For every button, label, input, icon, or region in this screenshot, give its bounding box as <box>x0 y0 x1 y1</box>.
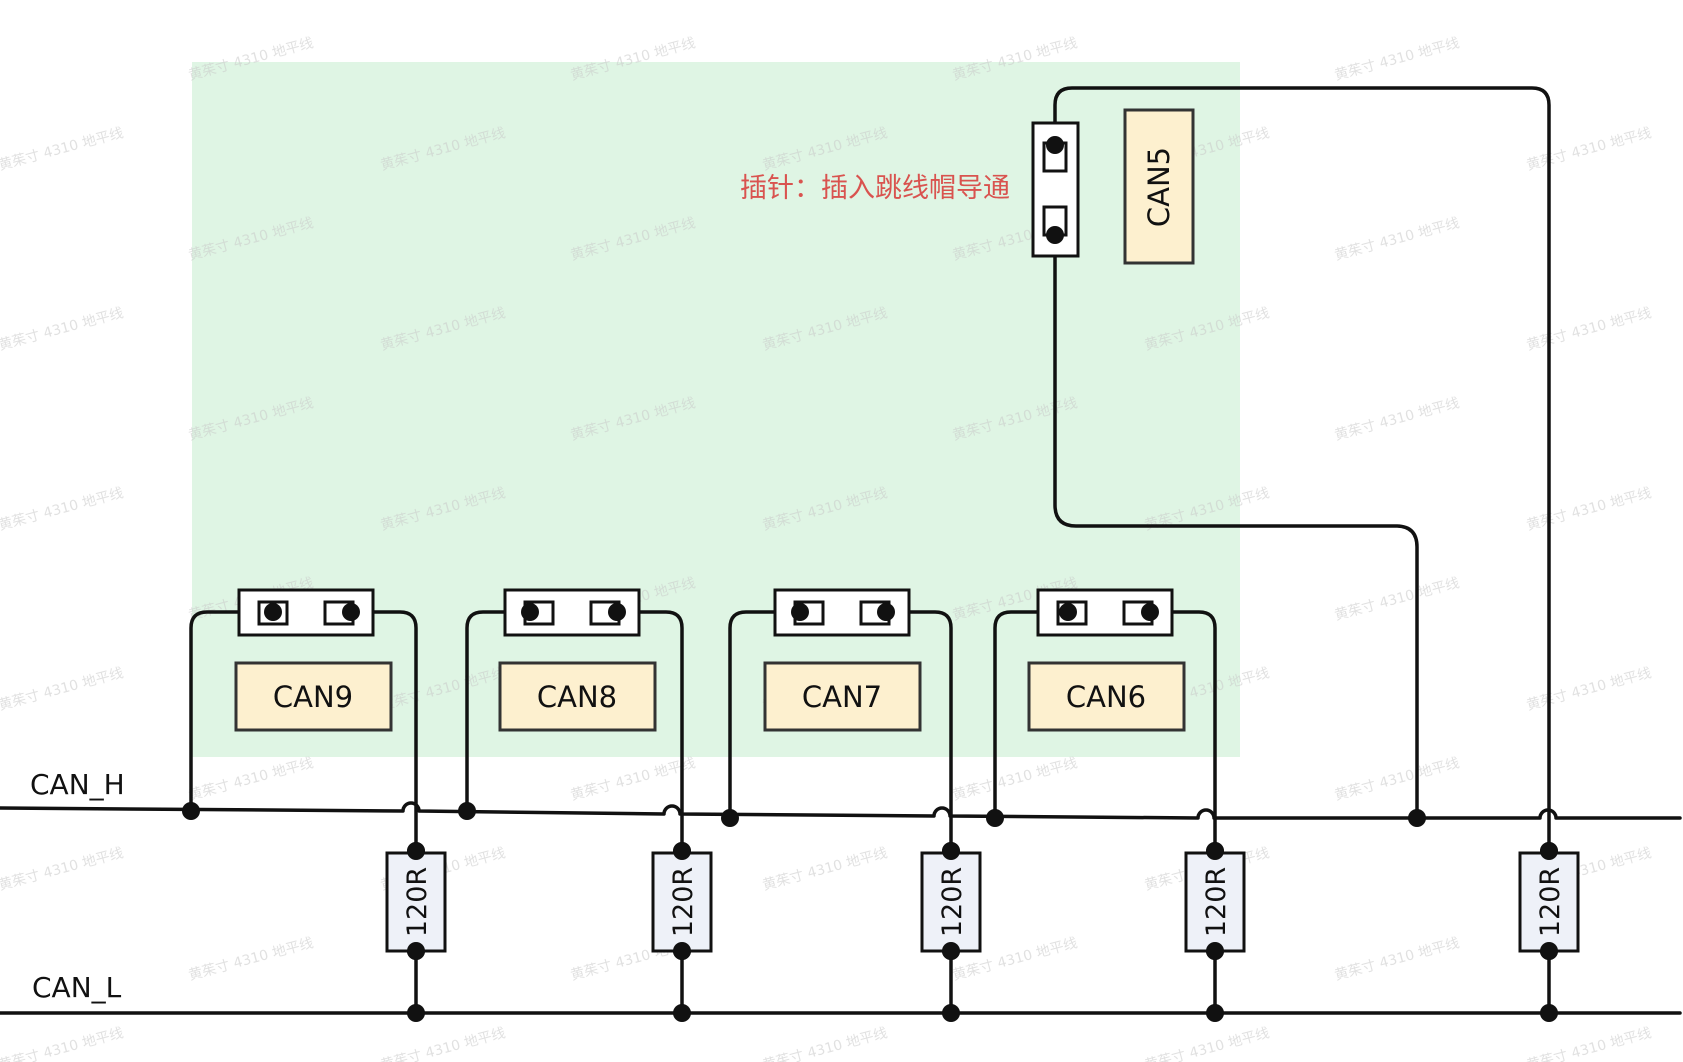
jumper-header-can8[interactable] <box>503 588 641 637</box>
watermark-text: 黄茱寸 4310 地平线 <box>1525 1024 1654 1062</box>
resistor-can9: 120R <box>385 851 447 953</box>
watermark-text: 黄茱寸 4310 地平线 <box>0 484 125 534</box>
node-label-can7: CAN7 <box>763 661 922 732</box>
watermark-text: 黄茱寸 4310 地平线 <box>1143 1024 1272 1062</box>
watermark-text: 黄茱寸 4310 地平线 <box>1525 484 1654 534</box>
watermark-text: 黄茱寸 4310 地平线 <box>1525 304 1654 354</box>
jumper-header-can5[interactable] <box>1031 121 1080 258</box>
watermark-text: 黄茱寸 4310 地平线 <box>1333 754 1462 804</box>
node-label-can8: CAN8 <box>498 661 657 732</box>
resistor-can6: 120R <box>1184 851 1246 953</box>
watermark-text: 黄茱寸 4310 地平线 <box>569 754 698 804</box>
watermark-text: 黄茱寸 4310 地平线 <box>1333 214 1462 264</box>
resistor-can8: 120R <box>651 851 713 953</box>
svg-text:CAN9: CAN9 <box>273 680 353 714</box>
node-label-can6: CAN6 <box>1027 661 1186 732</box>
watermark-text: 黄茱寸 4310 地平线 <box>0 844 125 894</box>
watermark-text: 黄茱寸 4310 地平线 <box>1525 124 1654 174</box>
svg-text:CAN6: CAN6 <box>1066 680 1146 714</box>
watermark-text: 黄茱寸 4310 地平线 <box>0 304 125 354</box>
can-h-label: CAN_H <box>30 768 125 801</box>
watermark-text: 黄茱寸 4310 地平线 <box>0 124 125 174</box>
jumper-header-can6[interactable] <box>1036 588 1174 637</box>
svg-text:120R: 120R <box>1535 867 1566 937</box>
watermark-text: 黄茱寸 4310 地平线 <box>187 754 316 804</box>
watermark-text: 黄茱寸 4310 地平线 <box>951 754 1080 804</box>
watermark-text: 黄茱寸 4310 地平线 <box>1525 664 1654 714</box>
can-h-bus-line <box>0 801 1682 820</box>
jumper-header-can9[interactable] <box>237 588 375 637</box>
watermark-text: 黄茱寸 4310 地平线 <box>1333 34 1462 84</box>
board-area <box>192 62 1240 757</box>
resistor-terminals <box>407 842 1558 960</box>
svg-text:120R: 120R <box>668 867 699 937</box>
watermark-text: 黄茱寸 4310 地平线 <box>379 1024 508 1062</box>
resistor-can7: 120R <box>920 851 982 953</box>
watermark-text: 黄茱寸 4310 地平线 <box>1333 394 1462 444</box>
resistor-can5: 120R <box>1518 851 1580 953</box>
node-label-can5: CAN5 <box>1123 108 1195 265</box>
svg-text:120R: 120R <box>402 867 433 937</box>
svg-text:120R: 120R <box>937 867 968 937</box>
watermark-text: 黄茱寸 4310 地平线 <box>761 1024 890 1062</box>
watermark-text: 黄茱寸 4310 地平线 <box>1333 934 1462 984</box>
watermark-text: 黄茱寸 4310 地平线 <box>187 934 316 984</box>
watermark-text: 黄茱寸 4310 地平线 <box>1333 574 1462 624</box>
watermark-text: 黄茱寸 4310 地平线 <box>0 664 125 714</box>
watermark-text: 黄茱寸 4310 地平线 <box>761 844 890 894</box>
svg-text:CAN7: CAN7 <box>802 680 882 714</box>
node-label-can9: CAN9 <box>234 661 393 732</box>
jumper-header-can7[interactable] <box>773 588 911 637</box>
svg-text:CAN8: CAN8 <box>537 680 617 714</box>
svg-text:CAN5: CAN5 <box>1142 147 1176 227</box>
jumper-annotation: 插针：插入跳线帽导通 <box>740 173 1010 204</box>
svg-text:120R: 120R <box>1201 867 1232 937</box>
watermark-text: 黄茱寸 4310 地平线 <box>0 1024 125 1062</box>
can-l-label: CAN_L <box>32 971 122 1004</box>
